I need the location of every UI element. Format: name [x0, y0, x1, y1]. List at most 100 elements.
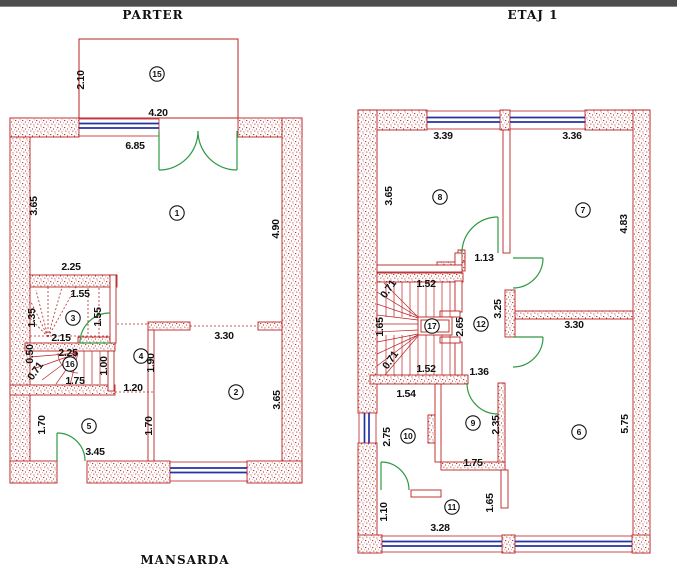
dimension-label: 1.75 [65, 375, 85, 387]
dimension-label: 3.39 [433, 130, 453, 142]
dimension-label: 3.36 [562, 130, 582, 142]
dimension-label: 5.75 [619, 414, 631, 434]
plan-title-etaj1: ETAJ 1 [507, 8, 559, 22]
svg-text:2: 2 [234, 387, 239, 397]
etaj1-window-left [358, 412, 377, 444]
parter-plan: 2.10 4.20 6.85 3.65 4.90 2.25 1.55 1.35 1.55 2.15… [9, 38, 303, 484]
dimension-label: 1.36 [469, 366, 489, 378]
dimension-label: 2.25 [61, 261, 81, 273]
dimension-label: 1.70 [143, 416, 155, 436]
dimension-label: 1.55 [92, 307, 104, 327]
room-number-12: 12 [473, 316, 489, 332]
dimension-label: 4.90 [270, 219, 282, 239]
parter-stair-upper-flight [29, 286, 108, 338]
svg-text:8: 8 [438, 192, 443, 202]
parter-window-bottom [169, 461, 248, 482]
dimension-label: 0.50 [24, 344, 36, 364]
svg-text:16: 16 [65, 359, 75, 369]
svg-text:6: 6 [577, 427, 582, 437]
svg-text:12: 12 [476, 319, 486, 329]
dimension-label: 1.65 [374, 317, 386, 337]
etaj1-room7-door [512, 257, 544, 289]
dimension-label: 1.52 [416, 363, 436, 375]
plan-title-parter: PARTER [122, 8, 184, 22]
dimension-label: 3.25 [492, 299, 504, 319]
dimension-label: 1.20 [123, 382, 143, 394]
svg-text:11: 11 [448, 502, 457, 512]
dimension-label: 1.54 [396, 388, 416, 400]
parter-hall-door [79, 312, 111, 344]
svg-text:17: 17 [427, 321, 437, 331]
dimension-label: 3.28 [430, 522, 450, 534]
etaj1-room6-door [512, 336, 544, 368]
svg-text:7: 7 [581, 205, 586, 215]
svg-text:5: 5 [87, 421, 92, 431]
parter-window-top [78, 118, 160, 137]
dimension-label: 3.65 [28, 196, 40, 216]
parter-room-numbers: 1 2 3 4 5 15 16 [62, 66, 244, 434]
svg-text:4: 4 [139, 351, 144, 361]
room-number-8: 8 [432, 189, 448, 205]
room-number-2: 2 [228, 384, 244, 400]
dimension-label: 1.65 [484, 493, 496, 513]
svg-text:9: 9 [471, 418, 476, 428]
dimension-label: 1.75 [463, 457, 483, 469]
parter-exterior-walls [9, 117, 303, 484]
dimension-label: 1.55 [70, 288, 90, 300]
svg-text:1: 1 [175, 208, 180, 218]
etaj1-window-top-left [426, 110, 501, 130]
dimension-label: 1.00 [98, 356, 110, 376]
window-top-bar [0, 0, 677, 7]
room-number-7: 7 [575, 202, 591, 218]
room-number-4: 4 [133, 348, 149, 364]
dimension-label: 1.10 [378, 502, 390, 522]
room-number-3: 3 [65, 310, 81, 326]
room-number-16: 16 [62, 356, 78, 372]
dimension-label: 2.10 [75, 70, 87, 90]
etaj1-room-numbers: 6 7 8 9 10 11 12 17 [400, 189, 591, 515]
parter-passage-lines [115, 323, 258, 393]
dimension-label: 6.85 [125, 140, 145, 152]
dimension-label: 3.65 [383, 186, 395, 206]
dimension-label: 2.35 [490, 415, 502, 435]
dimension-label: 1.35 [26, 308, 38, 328]
room-number-15: 15 [149, 66, 165, 82]
parter-french-door [158, 130, 238, 171]
dimension-label: 1.52 [416, 278, 436, 290]
etaj1-exterior-walls [357, 109, 651, 554]
room-number-5: 5 [81, 418, 97, 434]
room-number-1: 1 [169, 205, 185, 221]
etaj1-room9-door [466, 382, 499, 415]
svg-text:15: 15 [152, 69, 162, 79]
dimension-label: 1.70 [36, 415, 48, 435]
etaj1-stair-treads [376, 282, 451, 376]
dimension-label: 1.13 [474, 252, 494, 264]
etaj1-interior-walls [369, 129, 634, 509]
dimension-label: 3.30 [564, 319, 584, 331]
dimension-label: 4.83 [618, 214, 630, 234]
dimension-label: 3.45 [85, 446, 105, 458]
dimension-label: 2.75 [381, 427, 393, 447]
dimension-label: 4.20 [148, 107, 168, 119]
dimension-label: 3.30 [214, 330, 234, 342]
svg-text:10: 10 [403, 431, 413, 441]
etaj1-window-bottom-right [514, 535, 633, 553]
parter-back-door [56, 432, 86, 462]
dimension-label: 2.25 [58, 347, 78, 359]
terrace-outline [78, 38, 239, 119]
dimension-label: 2.15 [51, 332, 71, 344]
dimension-label: 2.65 [454, 317, 466, 337]
dimension-label: 3.65 [271, 390, 283, 410]
room-number-9: 9 [465, 415, 481, 431]
parter-interior-walls [9, 274, 283, 462]
etaj1-window-top-right [509, 110, 586, 130]
etaj1-room10-door [380, 461, 410, 491]
room-number-11: 11 [444, 499, 460, 515]
room-number-17: 17 [424, 318, 440, 334]
etaj1-window-bottom-left [381, 535, 503, 553]
etaj1-room8-door [461, 216, 499, 254]
room-number-10: 10 [400, 428, 416, 444]
room-number-6: 6 [571, 424, 587, 440]
